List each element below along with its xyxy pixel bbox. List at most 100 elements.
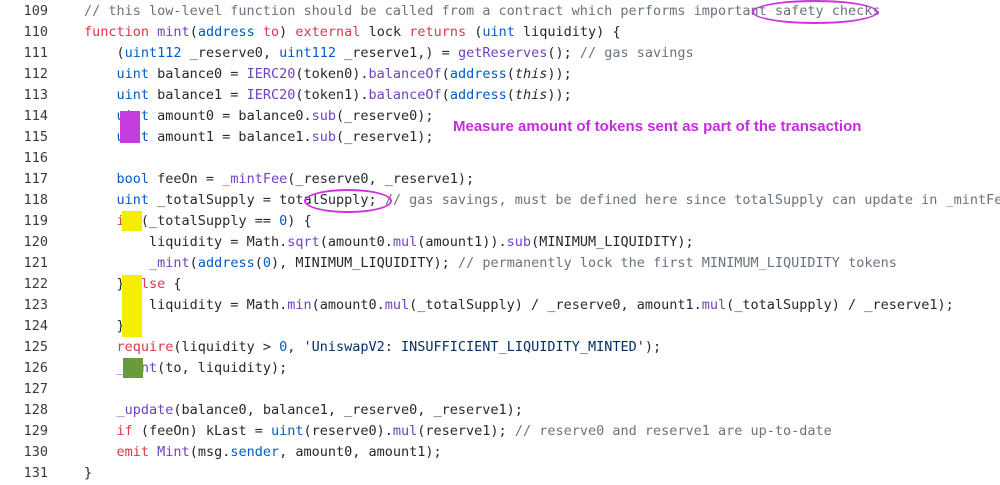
line-number: 125 bbox=[23, 339, 48, 355]
code-token: IERC20 bbox=[246, 87, 296, 103]
code-token: address bbox=[449, 66, 507, 82]
line-code: _mint(to, liquidity); bbox=[117, 358, 288, 379]
safety-checks-circle bbox=[752, 0, 878, 24]
code-line: 128_update(balance0, balance1, _reserve0… bbox=[0, 400, 1000, 421]
line-number: 122 bbox=[23, 276, 48, 292]
code-token: (token0). bbox=[295, 66, 369, 82]
code-token: sender bbox=[230, 444, 280, 460]
code-token: returns bbox=[409, 24, 467, 40]
code-token: balanceOf bbox=[368, 66, 442, 82]
code-token: (reserve1); bbox=[417, 423, 515, 439]
code-token: (feeOn) kLast = bbox=[132, 423, 271, 439]
code-token: ( bbox=[254, 255, 263, 271]
purple-highlight-marker bbox=[120, 111, 140, 143]
code-token: ( bbox=[189, 24, 198, 40]
code-token: // reserve0 and reserve1 are up-to-date bbox=[514, 423, 832, 439]
line-number: 126 bbox=[23, 360, 48, 376]
code-line: 111(uint112 _reserve0, uint112 _reserve1… bbox=[0, 43, 1000, 64]
code-token: ( bbox=[116, 45, 125, 61]
code-token: )); bbox=[547, 87, 572, 103]
code-token: (reserve0). bbox=[303, 423, 393, 439]
code-token: { bbox=[165, 276, 182, 292]
code-token: (_totalSupply == bbox=[132, 213, 280, 229]
code-token: ( bbox=[189, 255, 198, 271]
code-token: )); bbox=[547, 66, 572, 82]
line-code: } bbox=[84, 463, 92, 484]
total-supply-circle bbox=[304, 189, 392, 213]
code-line: 122} else { bbox=[0, 274, 1000, 295]
yellow-highlight-marker-if bbox=[122, 211, 142, 231]
code-line: 112 uint balance0 = IERC20(token0).balanc… bbox=[0, 64, 1000, 85]
code-token: 0 bbox=[262, 255, 271, 271]
code-line: 116 bbox=[0, 148, 1000, 169]
code-token: feeOn = bbox=[149, 171, 223, 187]
code-token: , bbox=[287, 339, 304, 355]
code-token: ), MINIMUM_LIQUIDITY); bbox=[271, 255, 458, 271]
code-token: // permanently lock the first MINIMUM_LI… bbox=[457, 255, 897, 271]
line-code: uint balance0 = IERC20(token0).balanceOf… bbox=[117, 64, 572, 85]
code-token: function bbox=[84, 24, 150, 40]
code-token: address bbox=[197, 255, 255, 271]
code-token: 'UniswapV2: INSUFFICIENT_LIQUIDITY_MINTE… bbox=[303, 339, 645, 355]
code-token: ( bbox=[466, 24, 483, 40]
line-code: (uint112 _reserve0, uint112 _reserve1,) … bbox=[117, 43, 694, 64]
code-line: 121 _mint(address(0), MINIMUM_LIQUIDITY);… bbox=[0, 253, 1000, 274]
code-line: 126 _mint(to, liquidity); bbox=[0, 358, 1000, 379]
code-token: (_reserve0); bbox=[335, 108, 434, 124]
code-token: sub bbox=[311, 129, 336, 145]
line-code: _mint(address(0), MINIMUM_LIQUIDITY); //… bbox=[149, 253, 897, 274]
code-token: ( bbox=[506, 66, 515, 82]
code-token: ) bbox=[279, 24, 296, 40]
line-number: 116 bbox=[23, 150, 48, 166]
code-token: ( bbox=[506, 87, 515, 103]
line-number: 121 bbox=[23, 255, 48, 271]
code-token: // gas savings bbox=[579, 45, 694, 61]
code-token: amount0 = balance0. bbox=[149, 108, 312, 124]
code-token: (_reserve1); bbox=[335, 129, 434, 145]
code-token: uint bbox=[116, 192, 150, 208]
code-token: liquidity) { bbox=[514, 24, 621, 40]
code-token bbox=[149, 444, 157, 460]
line-number: 115 bbox=[23, 129, 48, 145]
code-token: getReserves bbox=[457, 45, 548, 61]
code-token: ( bbox=[441, 87, 450, 103]
code-token: sub bbox=[506, 234, 532, 250]
code-token: uint bbox=[116, 87, 150, 103]
code-token: uint112 bbox=[124, 45, 182, 61]
yellow-highlight-marker-else bbox=[122, 275, 142, 337]
line-code: liquidity = Math.sqrt(amount0.mul(amount… bbox=[149, 232, 694, 253]
code-token: (amount1)). bbox=[417, 234, 507, 250]
code-token: Mint bbox=[157, 444, 190, 460]
code-token: (msg. bbox=[189, 444, 231, 460]
code-token: (token1). bbox=[295, 87, 369, 103]
line-number: 120 bbox=[23, 234, 48, 250]
line-code: uint amount0 = balance0.sub(_reserve0); bbox=[117, 106, 434, 127]
line-number: 129 bbox=[23, 423, 48, 439]
code-token: _update bbox=[116, 402, 174, 418]
code-token: } bbox=[116, 276, 125, 292]
line-number: 112 bbox=[23, 66, 48, 82]
code-token: liquidity = Math. bbox=[149, 234, 288, 250]
code-token: _reserve1,) = bbox=[336, 45, 458, 61]
line-number: 131 bbox=[23, 465, 48, 481]
code-token: mul bbox=[384, 297, 410, 313]
code-token: emit bbox=[116, 444, 150, 460]
code-token: balance0 = bbox=[149, 66, 247, 82]
line-code: if (_totalSupply == 0) { bbox=[117, 211, 312, 232]
code-line: 120 liquidity = Math.sqrt(amount0.mul(amo… bbox=[0, 232, 1000, 253]
code-token: uint112 bbox=[279, 45, 337, 61]
code-line: 127 bbox=[0, 379, 1000, 400]
code-line: 131} bbox=[0, 463, 1000, 484]
code-token: mul bbox=[392, 234, 418, 250]
code-token: (_totalSupply) / _reserve1); bbox=[726, 297, 954, 313]
code-token: ); bbox=[644, 339, 662, 355]
line-number: 124 bbox=[23, 318, 48, 334]
line-code: uint _totalSupply = totalSupply; // gas … bbox=[117, 190, 1000, 211]
code-token: mul bbox=[392, 423, 418, 439]
line-code: } bbox=[117, 316, 125, 337]
line-number: 118 bbox=[23, 192, 48, 208]
